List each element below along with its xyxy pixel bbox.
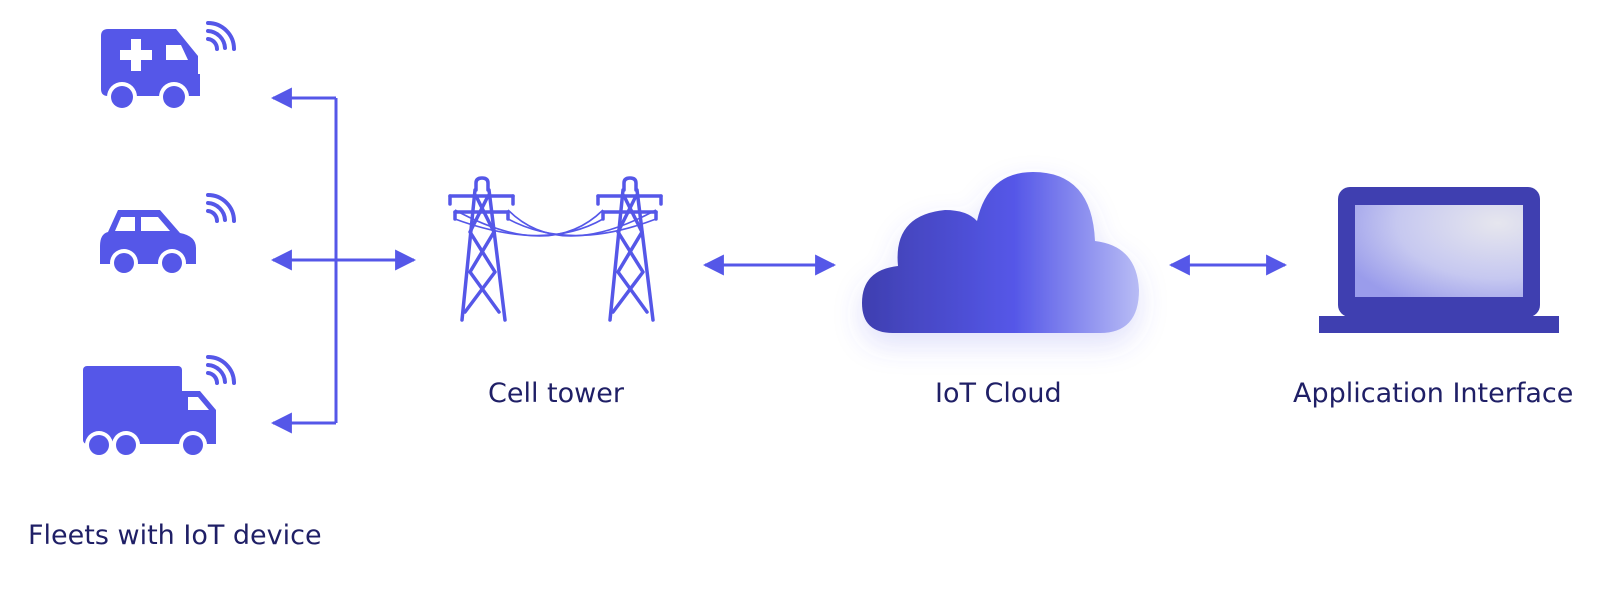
transmission-tower-icon: [448, 176, 663, 322]
cell-tower-label: Cell tower: [488, 378, 624, 409]
wifi-signal-icon: [206, 355, 236, 385]
wifi-signal-icon: [206, 193, 236, 223]
fleet-connector: [270, 87, 417, 434]
wifi-signal-icon: [206, 21, 236, 51]
car-icon: [100, 210, 196, 277]
truck-icon: [83, 366, 216, 459]
power-lines: [454, 209, 657, 237]
ambulance-icon: [101, 29, 200, 112]
application-interface-label: Application Interface: [1293, 378, 1574, 409]
laptop-icon: [1319, 187, 1559, 333]
iot-cloud-label: IoT Cloud: [935, 378, 1062, 409]
cloud-icon: [862, 172, 1139, 333]
fleets-label: Fleets with IoT device: [28, 520, 322, 551]
